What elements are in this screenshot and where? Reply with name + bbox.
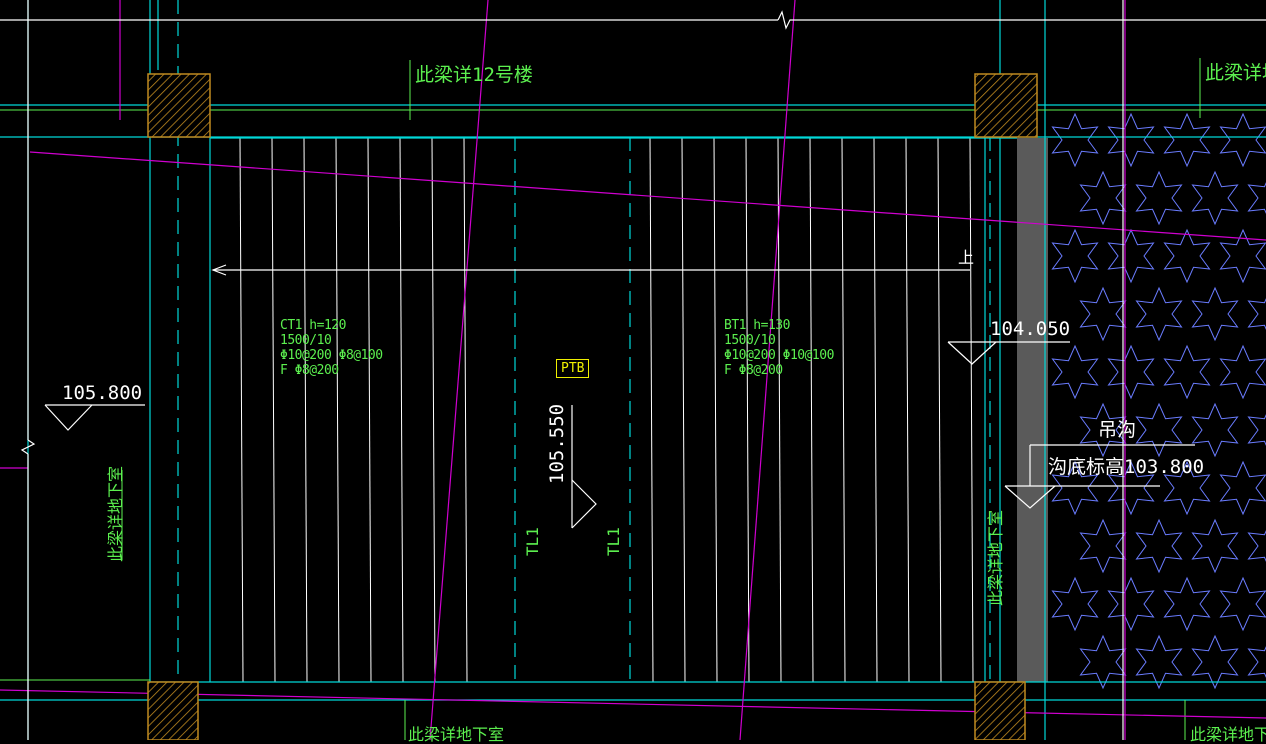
tread-line [368, 138, 371, 682]
pit-bottom-elevation: 沟底标高103.800 [1048, 458, 1204, 477]
bt1-line4: F Φ8@200 [724, 363, 834, 378]
star-hatch-mark [1081, 636, 1126, 688]
elevation-left: 105.800 [62, 384, 142, 403]
ct1-line1: CT1 h=120 [280, 318, 383, 333]
elevation-center: 105.550 [548, 404, 567, 484]
ct1-line2: 1500/10 [280, 333, 383, 348]
star-hatch-mark [1249, 404, 1266, 456]
stair-up-label: 上 [958, 250, 974, 266]
tread-line [714, 138, 717, 682]
star-hatch-mark [1137, 288, 1182, 340]
tread-line [682, 138, 685, 682]
star-hatch-mark [1109, 230, 1154, 282]
star-hatch-mark [1249, 520, 1266, 572]
green-lines [0, 58, 1266, 740]
star-hatch-mark [1221, 114, 1266, 166]
star-hatch-mark [1193, 520, 1238, 572]
elevation-marker-right [948, 342, 1070, 364]
star-hatch-mark [1221, 578, 1266, 630]
star-hatch-mark [1137, 404, 1182, 456]
tread-line [336, 138, 339, 682]
bt1-line2: 1500/10 [724, 333, 834, 348]
column-bottom-right [975, 682, 1025, 740]
star-hatch-mark [1137, 636, 1182, 688]
star-hatch-mark [1053, 230, 1098, 282]
tread-line [432, 138, 435, 682]
tread-line [400, 138, 403, 682]
slab-label-bt1: BT1 h=130 1500/10 Φ10@200 Φ10@100 F Φ8@2… [724, 318, 834, 378]
tread-line [650, 138, 653, 682]
star-hatch-mark [1109, 114, 1154, 166]
star-hatch-mark [1081, 520, 1126, 572]
slab-label-ct1: CT1 h=120 1500/10 Φ10@200 Φ8@100 F Φ8@20… [280, 318, 383, 378]
elevation-right: 104.050 [990, 320, 1070, 339]
tread-line [272, 138, 275, 682]
elevation-marker-center [572, 405, 596, 528]
ct1-line4: F Φ8@200 [280, 363, 383, 378]
tread-line [906, 138, 909, 682]
column-bottom-left [148, 682, 198, 740]
ct1-line3: Φ10@200 Φ8@100 [280, 348, 383, 363]
star-hatch-mark [1193, 288, 1238, 340]
star-hatch-mark [1081, 172, 1126, 224]
star-hatch-mark [1249, 636, 1266, 688]
tread-line [464, 138, 467, 682]
beam-note-bottom-right: 此梁详地下室 [1190, 727, 1266, 743]
star-hatch-mark [1193, 172, 1238, 224]
star-hatch-mark [1053, 114, 1098, 166]
star-hatch-mark [1249, 288, 1266, 340]
tread-line [304, 138, 307, 682]
star-hatch-mark [1165, 230, 1210, 282]
star-hatch-mark [1109, 346, 1154, 398]
star-hatch-mark [1053, 578, 1098, 630]
hatched-columns [148, 74, 1037, 740]
star-hatch-mark [1221, 346, 1266, 398]
stair-tread-lines [240, 138, 973, 682]
beam-note-right-vertical: 此梁详地下室 [988, 510, 1004, 606]
column-top-left [148, 74, 210, 137]
tread-line [874, 138, 877, 682]
beam-note-bottom-left: 此梁详地下室 [408, 727, 504, 743]
pit-title: 吊沟 [1098, 421, 1136, 440]
star-hatch-mark [1109, 578, 1154, 630]
tl1-label-left: TL1 [525, 527, 541, 556]
star-hatch-mark [1137, 172, 1182, 224]
tread-line [240, 138, 243, 682]
stair-up-arrow [213, 265, 970, 275]
bt1-line1: BT1 h=130 [724, 318, 834, 333]
bt1-line3: Φ10@200 Φ10@100 [724, 348, 834, 363]
tread-line [810, 138, 813, 682]
column-top-right [975, 74, 1037, 137]
star-hatch-region [1053, 114, 1266, 688]
star-hatch-mark [1221, 462, 1266, 514]
grey-wall-bar [1017, 138, 1048, 682]
tread-line [938, 138, 941, 682]
beam-note-top-left: 此梁详12号楼 [415, 66, 533, 85]
tread-line [746, 138, 749, 682]
star-hatch-mark [1193, 636, 1238, 688]
tread-line [842, 138, 845, 682]
star-hatch-mark [1081, 288, 1126, 340]
star-hatch-mark [1137, 520, 1182, 572]
star-hatch-mark [1053, 346, 1098, 398]
star-hatch-mark [1249, 172, 1266, 224]
star-hatch-mark [1165, 578, 1210, 630]
star-hatch-mark [1193, 404, 1238, 456]
beam-note-left-vertical: 此梁详地下室 [108, 466, 124, 562]
ptb-tag: PTB [556, 359, 589, 378]
beam-note-top-right: 此梁详地下 [1205, 64, 1266, 83]
star-hatch-mark [1165, 114, 1210, 166]
elevation-marker-left [45, 405, 145, 430]
tl1-label-right: TL1 [606, 527, 622, 556]
star-hatch-mark [1165, 346, 1210, 398]
